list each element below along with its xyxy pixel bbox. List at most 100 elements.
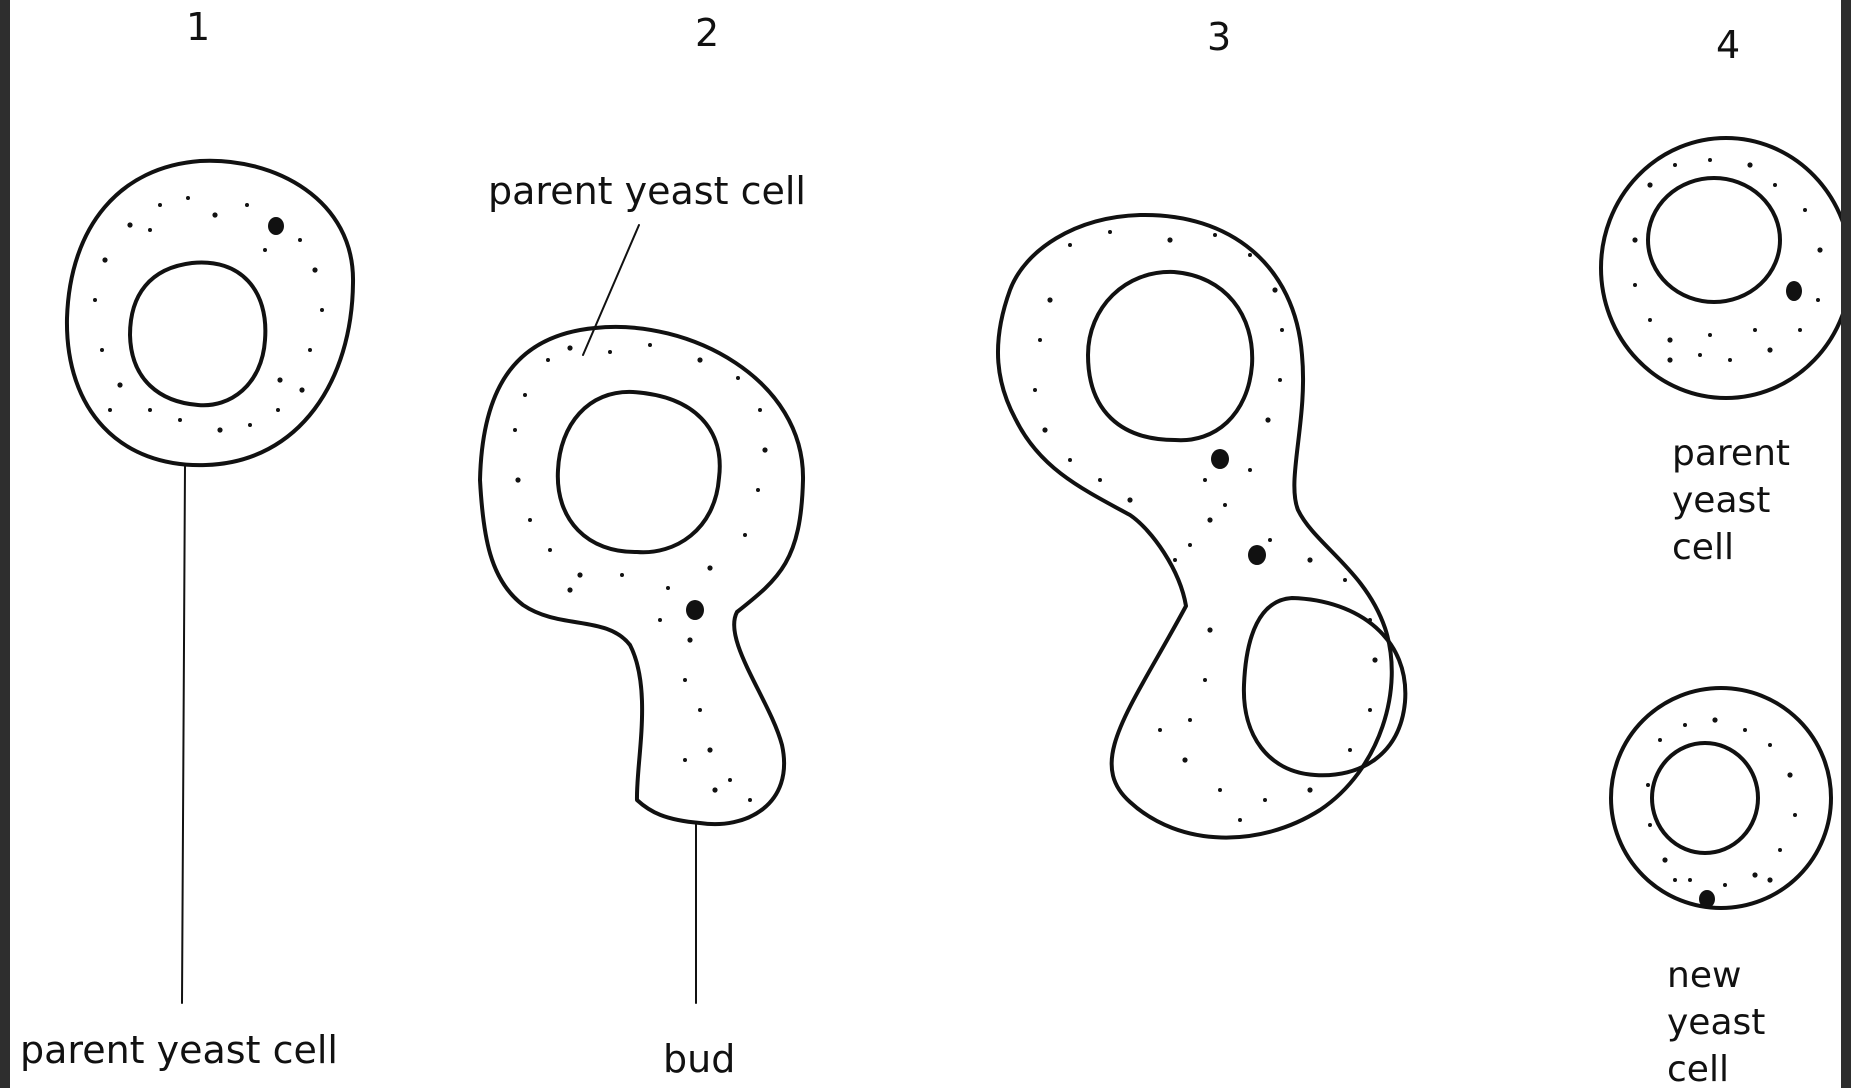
granule-dot <box>567 587 572 592</box>
granule-dot <box>1263 798 1267 802</box>
granule-dot <box>748 798 752 802</box>
granule-dot <box>1207 627 1212 632</box>
label-step2-bud: bud <box>663 1040 735 1078</box>
granule-dot <box>1372 657 1377 662</box>
granule-dot <box>707 565 712 570</box>
step4-new-cell <box>1611 688 1831 908</box>
step-number-2: 2 <box>695 14 719 52</box>
granule-dot <box>277 377 282 382</box>
granule-dot <box>1268 538 1272 542</box>
label-step4-parent-line3: cell <box>1672 524 1790 571</box>
granule-dot <box>1673 878 1677 882</box>
granule-dot <box>1188 543 1192 547</box>
granule-dot <box>1673 163 1677 167</box>
granule-dot <box>1280 328 1284 332</box>
granule-dot <box>1038 338 1042 342</box>
label-step4-new-line2: yeast <box>1667 999 1765 1046</box>
label-step4-new-line3: cell <box>1667 1046 1765 1088</box>
granule-dot <box>1646 783 1650 787</box>
granule-dot <box>697 357 702 362</box>
granule-dot <box>1213 233 1217 237</box>
granule-dot <box>758 408 762 412</box>
granule-dot <box>93 298 97 302</box>
granule-dot <box>683 678 687 682</box>
granule-dot <box>1712 717 1717 722</box>
label-step2-parent-yeast-cell: parent yeast cell <box>488 172 806 210</box>
step-number-3: 3 <box>1207 18 1231 56</box>
granule-dot <box>127 222 132 227</box>
granule-dot <box>687 637 692 642</box>
granule-dot <box>1042 427 1047 432</box>
granule-dot <box>1708 158 1712 162</box>
granule-dot <box>1767 347 1772 352</box>
granule-dot <box>683 758 687 762</box>
granule-dot <box>548 548 552 552</box>
granule-dot <box>1218 788 1222 792</box>
step1-vacuole <box>130 262 265 405</box>
granule-dot <box>1658 738 1662 742</box>
granule-dot <box>1167 237 1172 242</box>
granule-dot <box>102 257 107 262</box>
granule-dot <box>666 586 670 590</box>
granule-dot <box>1203 678 1207 682</box>
granule-dot <box>1307 787 1312 792</box>
granule-dot <box>308 348 312 352</box>
step-number-1: 1 <box>186 8 210 46</box>
step3-vacuole-top <box>1088 272 1252 440</box>
granule-dot <box>1803 208 1807 212</box>
granule-dot <box>100 348 104 352</box>
granule-dot <box>608 350 612 354</box>
granule-dot <box>577 572 582 577</box>
granule-dot <box>1753 328 1757 332</box>
granule-dot <box>1307 557 1312 562</box>
granule-dot <box>736 376 740 380</box>
step1-pointer <box>182 465 185 1003</box>
granule-dot <box>1278 378 1282 382</box>
granule-dot <box>1248 468 1252 472</box>
granule-dot <box>178 418 182 422</box>
granule-dot <box>658 618 662 622</box>
granule-dot <box>762 447 767 452</box>
granule-dot <box>1098 478 1102 482</box>
granule-dot <box>1778 848 1782 852</box>
step4-new-vacuole <box>1652 743 1758 853</box>
granule-dot <box>1767 877 1772 882</box>
granule-dot <box>1188 718 1192 722</box>
granule-dot <box>698 708 702 712</box>
granule-dot <box>1633 283 1637 287</box>
granule-dot <box>263 248 267 252</box>
granule-dot <box>117 382 122 387</box>
granule-dot <box>1368 618 1372 622</box>
step1-cell <box>67 161 353 1003</box>
granule-dot <box>298 238 302 242</box>
granule-dot <box>1265 417 1270 422</box>
granule-dot <box>1743 728 1747 732</box>
granule-dot <box>1343 578 1347 582</box>
granule-dot <box>1647 182 1652 187</box>
granule-dot <box>1793 813 1797 817</box>
granule-dot <box>1662 857 1667 862</box>
granule-dot <box>299 387 304 392</box>
granule-dot <box>523 393 527 397</box>
granule-dot <box>513 428 517 432</box>
granule-dot <box>217 427 222 432</box>
nuclei <box>268 217 1802 908</box>
granule-dot <box>1238 818 1242 822</box>
granule-dot <box>276 408 280 412</box>
granule-dot <box>158 203 162 207</box>
label-step4-new-line1: new <box>1667 952 1765 999</box>
granule-dot <box>148 408 152 412</box>
granule-dot <box>1068 458 1072 462</box>
granule-dot <box>1698 353 1702 357</box>
step2-cell <box>480 225 803 1003</box>
granule-dot <box>148 228 152 232</box>
granule-dot <box>1752 872 1757 877</box>
granule-dot <box>212 212 217 217</box>
granule-dot <box>1667 357 1672 362</box>
granule-dot <box>312 267 317 272</box>
granule-dot <box>1648 318 1652 322</box>
granule-dot <box>1648 823 1652 827</box>
granule-dot <box>1033 388 1037 392</box>
granule-dot <box>1248 253 1252 257</box>
